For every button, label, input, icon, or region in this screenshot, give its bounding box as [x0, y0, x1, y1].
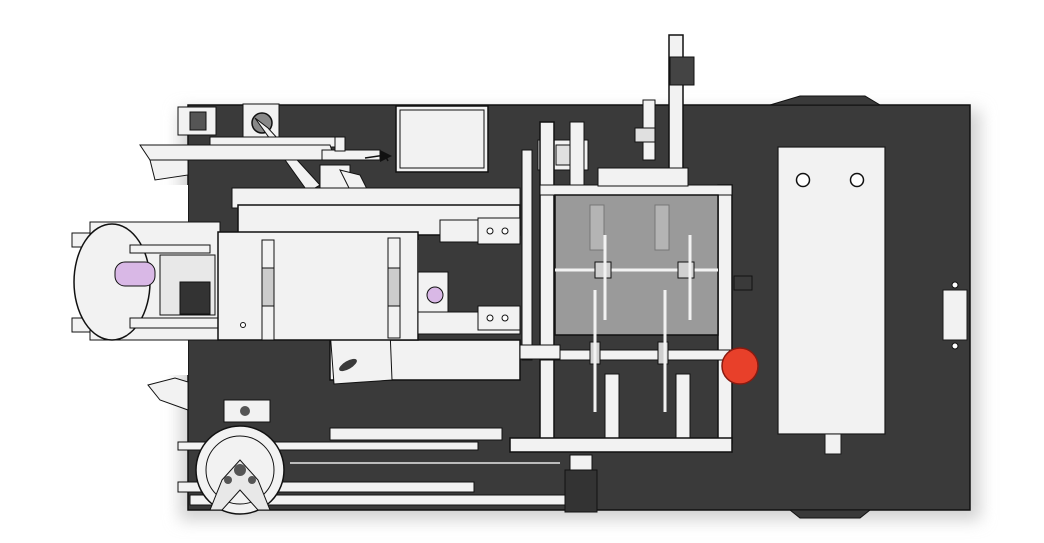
cover-tab — [824, 433, 842, 455]
guide-rod — [521, 149, 533, 361]
lower-rails — [147, 377, 598, 513]
red-knob-icon[interactable] — [721, 347, 759, 385]
gripper-icon — [195, 399, 285, 515]
motor-icon — [564, 469, 598, 513]
feeder-assembly — [139, 103, 392, 206]
display-window — [395, 105, 489, 173]
top-post — [597, 34, 695, 187]
mounting-hole-icon — [849, 172, 865, 188]
central-carriage — [217, 187, 521, 385]
edge-bracket — [942, 289, 968, 341]
tank-frame — [509, 121, 753, 453]
side-cover-plate — [777, 146, 886, 435]
cylinder-assembly — [71, 221, 221, 341]
mounting-hole-icon — [795, 172, 811, 188]
